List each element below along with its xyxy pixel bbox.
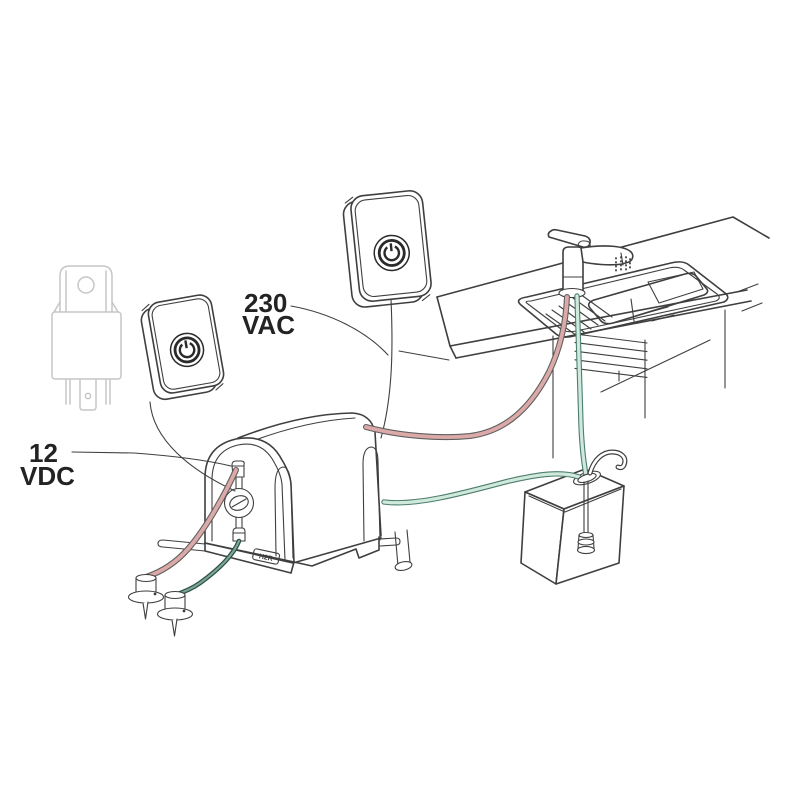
- counter-far-edge: [436, 216, 770, 298]
- label-230: 230: [244, 288, 287, 318]
- panel-bevel: [141, 303, 150, 312]
- faucet-aerator: [620, 252, 624, 266]
- leader-lines: [71, 298, 393, 492]
- leader-panel-top-to-pump: [380, 298, 393, 439]
- panel-inner-line: [151, 298, 221, 390]
- leader-panel-left-to-pump: [149, 401, 236, 492]
- fitting-flange: [156, 607, 194, 621]
- power-icon: [383, 243, 401, 262]
- label-12-vdc: 12 VDC: [20, 438, 75, 491]
- tank-dip-tube: [583, 480, 589, 534]
- relay-pin-hole: [84, 392, 92, 400]
- pump-front-inner-arch: [211, 443, 286, 561]
- sink-bowl-floor: [647, 271, 704, 304]
- tank-vent-tube: [587, 449, 628, 476]
- tank-lid-edge: [528, 488, 622, 513]
- label-vac: VAC: [242, 310, 295, 340]
- power-button: [169, 332, 205, 368]
- terminal-fitting-1: [127, 573, 165, 620]
- sink-bowl: [587, 272, 709, 325]
- relay-tab-flare: [53, 301, 61, 313]
- cabinet-front-line: [574, 367, 648, 378]
- fitting-pin: [171, 618, 178, 637]
- pump-dome-ridge: [237, 412, 382, 537]
- sink-inner-rim: [525, 266, 720, 333]
- panel-bevel: [344, 196, 354, 204]
- pump-elbow-end: [394, 560, 413, 572]
- faucet-lever-pivot: [577, 240, 591, 248]
- label-230-vac: 230 VAC: [242, 288, 295, 340]
- cabinet-side-line: [398, 350, 450, 361]
- panel-inner-line: [354, 194, 428, 298]
- panel-bevel: [421, 294, 431, 302]
- relay-mounting-tab: [59, 265, 113, 323]
- pump-right-end-slot: [362, 446, 381, 542]
- pump-valve-cap: [229, 495, 249, 511]
- tank-opening-details: [576, 449, 628, 555]
- faucet-body: [562, 246, 584, 296]
- pump-dome-ridge-inner: [249, 417, 356, 443]
- label-12: 12: [29, 438, 58, 468]
- counter-left-end: [436, 296, 451, 347]
- pump-badge-text: H2R: [258, 553, 273, 563]
- fitting-top: [135, 573, 157, 583]
- water-tank: [520, 468, 625, 585]
- counter-break-mark: [736, 283, 759, 293]
- relay-pin-center: [79, 378, 97, 411]
- sink-rim-dash: [645, 306, 669, 314]
- power-switch-panel-left: [140, 294, 225, 401]
- supply-wire-red-to-terminal: [143, 467, 239, 580]
- cabinet-front-line: [574, 333, 648, 344]
- cold-water-tube-faucet-to-tank: [574, 293, 589, 478]
- faucet-base-flange: [558, 287, 586, 299]
- pump-badge: H2R: [252, 548, 281, 565]
- hot-water-tube-pump-to-faucet: [363, 294, 570, 441]
- relay-mounting-hole: [77, 276, 95, 294]
- relay-pin: [65, 378, 71, 405]
- fitting-flange: [127, 590, 165, 604]
- pump-lower-spigot: [232, 527, 246, 542]
- terminal-fitting-2: [156, 590, 194, 637]
- relay-body: [51, 311, 122, 380]
- faucet: [547, 228, 634, 299]
- cabinet-front-line: [574, 350, 648, 361]
- relay-tab-flare: [111, 301, 119, 313]
- water-spray-dots: [615, 256, 631, 274]
- cabinet-bottom-rail: [600, 339, 711, 393]
- power-icon: [178, 340, 196, 359]
- relay: [51, 265, 122, 411]
- pump-valve-slot: [231, 498, 247, 508]
- faucet-lever-handle: [547, 228, 591, 248]
- fitting-hole: [182, 609, 186, 613]
- pump-stem-line: [235, 516, 243, 529]
- faucet-spout: [580, 245, 634, 266]
- leader-230vac-to-pump: [290, 305, 389, 356]
- counter-band-left: [449, 345, 457, 359]
- relay-pin: [105, 378, 111, 405]
- power-switch-panel-top: [342, 190, 432, 308]
- pump-stem-line: [235, 477, 243, 490]
- tank-strainer: [576, 531, 596, 555]
- leader-12vdc-to-pump: [71, 451, 232, 467]
- panel-bevel: [215, 383, 224, 391]
- sink-outer-rim: [517, 261, 729, 338]
- sink-bowl-divider: [630, 298, 635, 322]
- cabinet-front-line: [574, 359, 648, 370]
- fitting-hole: [153, 592, 157, 596]
- fitting-top: [164, 590, 186, 600]
- water-heater-pump: H2R: [157, 412, 413, 574]
- power-button: [373, 234, 410, 272]
- cabinet-front-line: [574, 342, 648, 353]
- kitchen-counter: [398, 216, 770, 459]
- label-vdc: VDC: [20, 461, 75, 491]
- sink-rim-dash: [651, 314, 675, 322]
- pump-outlet-elbow: [394, 529, 411, 567]
- counter-break-mark: [741, 302, 763, 312]
- fitting-pin: [142, 601, 149, 620]
- pump-front-slot: [274, 466, 294, 559]
- suction-tube-pump-to-tank: [381, 471, 582, 506]
